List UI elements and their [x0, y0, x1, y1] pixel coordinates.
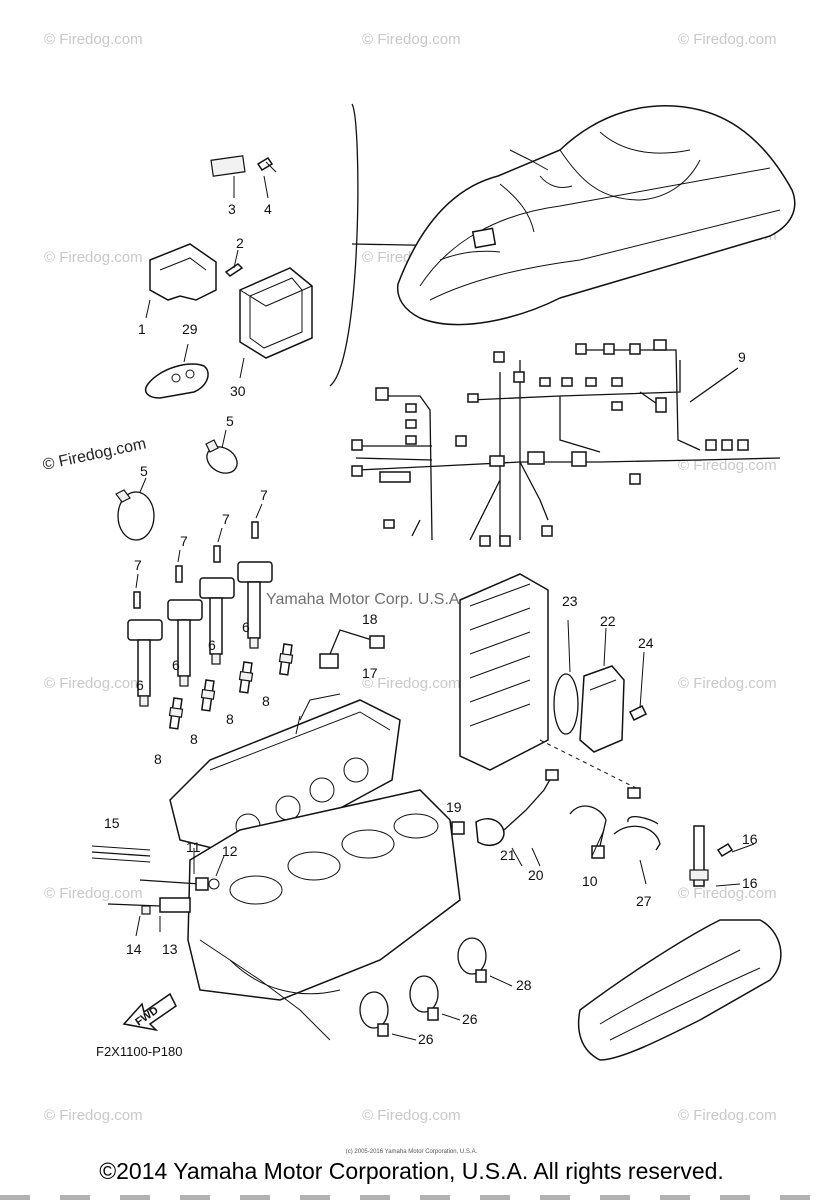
callout-10: 10 — [582, 873, 598, 889]
callout-7: 7 — [260, 487, 268, 503]
exhaust-pipe-part — [577, 919, 782, 1061]
callout-1: 1 — [138, 321, 146, 337]
screw-part — [256, 156, 274, 172]
diagram-code: F2X1100-P180 — [96, 1044, 183, 1059]
callout-26: 26 — [462, 1011, 478, 1027]
callout-3: 3 — [228, 201, 236, 217]
watercraft-illustration — [396, 105, 796, 326]
callout-25: 24 — [638, 635, 654, 651]
watermark: © Firedog.com — [678, 1107, 777, 1124]
watermark: © Firedog.com — [44, 675, 143, 692]
callout-22: 21 — [500, 847, 516, 863]
watermark: © Firedog.com — [44, 31, 143, 48]
watermark-bold: © Firedog.com — [41, 435, 147, 473]
watermark: © Firedog.com — [362, 1107, 461, 1124]
bottom-edge-stripe — [0, 1195, 823, 1200]
callout-2: 2 — [236, 235, 244, 251]
callout-24: 23 — [562, 593, 578, 609]
wire-harness-group — [351, 339, 781, 547]
sensor-parts — [319, 629, 559, 867]
callout-28: 28 — [516, 977, 532, 993]
callout-6: 6 — [242, 619, 250, 635]
callout-14: 14 — [126, 941, 142, 957]
callout-21: 20 — [528, 867, 544, 883]
callout-19: 18 — [362, 611, 378, 627]
bracket-part — [149, 243, 217, 301]
watermark: © Firedog.com — [678, 31, 777, 48]
callout-12: 12 — [222, 843, 238, 859]
callout-8: 8 — [190, 731, 198, 747]
callout-7: 7 — [180, 533, 188, 549]
callout-27: 27 — [636, 893, 652, 909]
callout-4: 4 — [264, 201, 272, 217]
callout-16: 16 — [742, 875, 758, 891]
group-bracket — [329, 103, 359, 387]
callout-6: 6 — [136, 677, 144, 693]
callout-8: 8 — [262, 693, 270, 709]
watermark: © Firedog.com — [678, 457, 777, 474]
watermark: © Firedog.com — [678, 675, 777, 692]
misc-clamp-parts — [359, 787, 782, 1061]
ecu-group — [144, 155, 313, 399]
callout-7: 7 — [134, 557, 142, 573]
callout-29: 29 — [182, 321, 198, 337]
callout-30: 30 — [230, 383, 246, 399]
callout-15: 15 — [104, 815, 120, 831]
callout-8: 8 — [226, 711, 234, 727]
engine-block — [169, 693, 461, 1041]
callout-20: 19 — [446, 799, 462, 815]
callout-23: 22 — [600, 613, 616, 629]
plate-part — [210, 155, 246, 177]
band-parts — [115, 429, 238, 541]
callout-26: 26 — [418, 1031, 434, 1047]
watermark: © Firedog.com — [44, 885, 143, 902]
callout-6: 6 — [172, 657, 180, 673]
callout-6: 6 — [208, 637, 216, 653]
callout-labels: 3 4 2 1 29 30 9 5 5 7 7 7 7 23 22 24 18 … — [96, 201, 758, 1059]
callout-5: 5 — [226, 413, 234, 429]
ignition-coil-parts — [127, 503, 273, 707]
copyright-footer: ©2014 Yamaha Motor Corporation, U.S.A. A… — [99, 1158, 724, 1184]
spark-plug-parts — [168, 643, 294, 730]
callout-13: 13 — [162, 941, 178, 957]
callout-7: 7 — [222, 511, 230, 527]
key-fob-part — [144, 363, 209, 399]
callout-18: 17 — [362, 665, 378, 681]
fwd-arrow: FWD — [122, 992, 177, 1032]
tiny-copyright: (c) 2005-2016 Yamaha Motor Corporation, … — [345, 1149, 478, 1155]
watermark: © Firedog.com — [44, 1107, 143, 1124]
watermark-layer: © Firedog.com © Firedog.com © Firedog.co… — [41, 31, 776, 1124]
watermark: © Firedog.com — [362, 675, 461, 692]
callout-5: 5 — [140, 463, 148, 479]
sensor-small-parts — [91, 845, 225, 937]
callout-17: 16 — [742, 831, 758, 847]
callout-8: 8 — [154, 751, 162, 767]
callout-9: 9 — [738, 349, 746, 365]
electrical-box-parts — [459, 573, 648, 791]
callout-11: 11 — [186, 839, 201, 855]
watermark: © Firedog.com — [362, 31, 461, 48]
watermark: © Firedog.com — [678, 885, 777, 902]
watermark: © Firedog.com — [44, 249, 143, 266]
ecu-box-part — [239, 267, 313, 359]
watermark-center: Yamaha Motor Corp. U.S.A. — [266, 591, 464, 608]
